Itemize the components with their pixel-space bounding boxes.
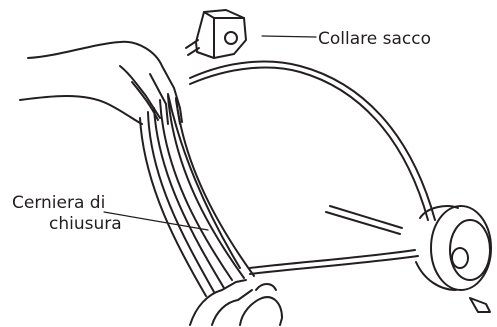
collar-leader-line — [262, 36, 316, 37]
lower-hand — [190, 280, 282, 325]
bag-collar — [186, 10, 246, 58]
upper-hand — [20, 42, 182, 124]
zipper-label-line1: Cerniera di — [12, 193, 105, 213]
zipper-label-line2: chiusura — [49, 214, 122, 234]
bag-end-cap — [416, 206, 491, 312]
zipper — [140, 96, 254, 296]
collar-label: Collare sacco — [318, 29, 431, 49]
